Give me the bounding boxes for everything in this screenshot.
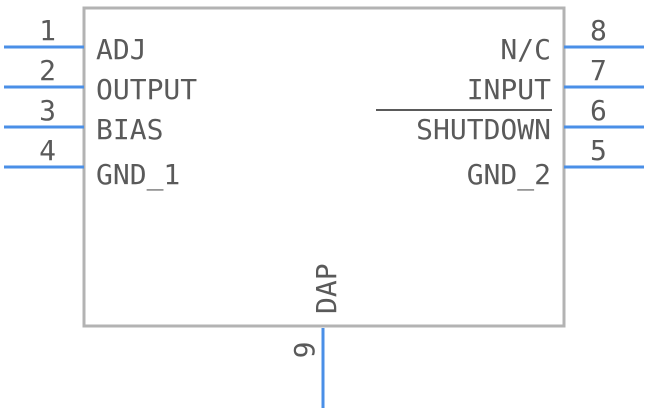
pin-name-shutdown: SHUTDOWN xyxy=(416,113,551,146)
pin-name-output: OUTPUT xyxy=(96,73,197,106)
pin-name-dap: DAP xyxy=(310,263,343,314)
pin-name-adj: ADJ xyxy=(96,33,147,66)
pin-number-7: 7 xyxy=(590,54,607,87)
pin-number-6: 6 xyxy=(590,94,607,127)
pin-number-8: 8 xyxy=(590,14,607,47)
pin-name-bias: BIAS xyxy=(96,113,163,146)
pin-number-3: 3 xyxy=(39,94,56,127)
pin-number-4: 4 xyxy=(39,134,56,167)
pin-name-nc: N/C xyxy=(500,33,551,66)
pin-name-gnd-2: GND_2 xyxy=(467,158,551,192)
component-body xyxy=(82,6,566,328)
pin-name-gnd-1: GND_1 xyxy=(96,158,180,192)
pin-number-2: 2 xyxy=(39,54,56,87)
pin-number-9: 9 xyxy=(288,342,321,359)
pin-number-1: 1 xyxy=(39,14,56,47)
pin-number-5: 5 xyxy=(590,134,607,167)
pin-name-input: INPUT xyxy=(467,73,551,106)
